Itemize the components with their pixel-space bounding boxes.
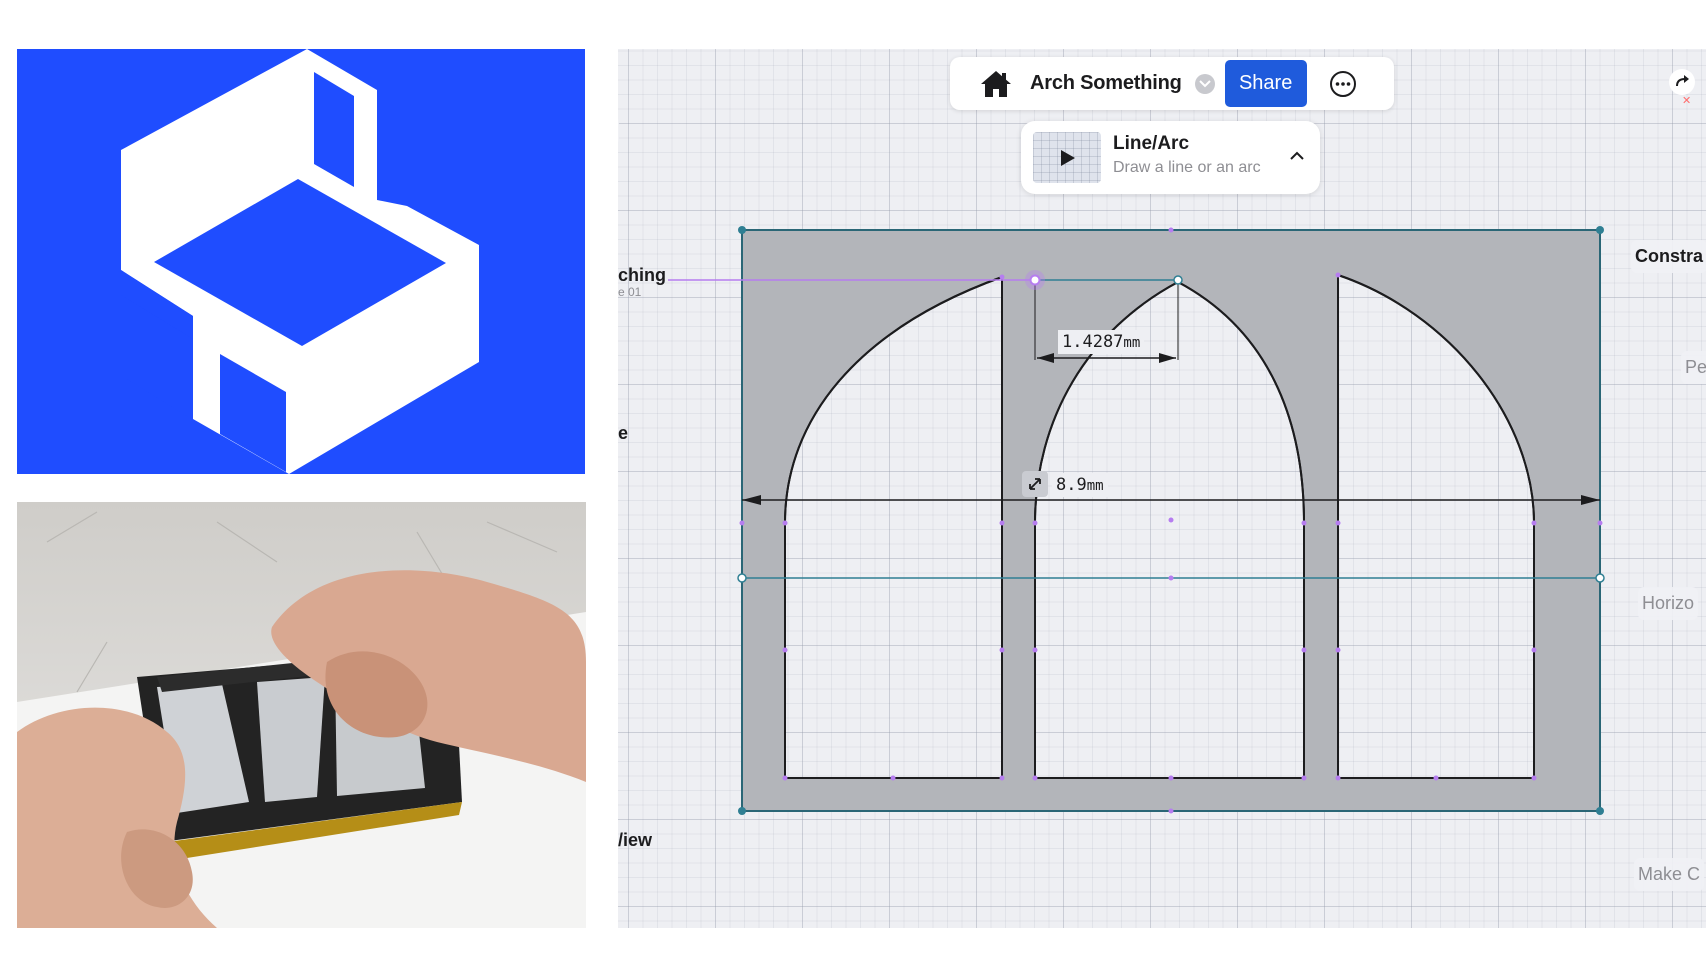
constraints-label[interactable]: Constra [1631,240,1706,273]
left-panel-e-label[interactable]: e [618,423,629,443]
make-construction-label[interactable]: Make C [1634,858,1705,891]
more-options-icon [1329,70,1356,97]
midpoint-markers [739,227,1603,814]
more-options-button[interactable] [1328,69,1358,99]
line-arc-tool-card[interactable]: Line/Arc Draw a line or an arc [1021,121,1320,194]
title-dropdown-button[interactable] [1194,73,1215,94]
play-icon [1061,149,1075,166]
chevron-down-icon [1198,79,1211,87]
document-title[interactable]: Arch Something [1030,72,1182,94]
sketching-sublabel: e 01 [618,285,642,299]
view-label[interactable]: /iew [618,830,653,850]
perpendicular-constraint-label[interactable]: Pe [1681,351,1706,384]
arch-right-outline[interactable] [1337,273,1535,779]
chevron-up-icon [1290,151,1304,160]
arrow-right [1581,495,1600,505]
horizontal-constraint-label[interactable]: Horizo [1638,587,1699,620]
left-panel-partial-label[interactable]: l [618,118,620,143]
sketching-label[interactable]: ching [618,265,666,285]
logo-image [17,49,585,474]
isometric-logo-icon [121,49,479,474]
collapse-tool-button[interactable] [1286,145,1308,167]
hands-holding-arch-photo [17,502,586,928]
sketch-drawing[interactable] [618,49,1706,928]
arrow-left [742,495,761,505]
redo-icon [1676,75,1689,87]
tool-description: Draw a line or an arc [1113,159,1261,176]
dimension-small-unit: mm [1123,335,1141,351]
share-button[interactable]: Share [1224,60,1307,107]
arch-left-outline[interactable] [784,275,1003,779]
tool-video-thumbnail[interactable] [1033,132,1101,183]
printed-part-photo [17,502,586,928]
sketch-canvas[interactable]: Arch Something Share Line/Arc Draw a lin… [618,49,1706,928]
home-button[interactable] [978,66,1014,102]
home-icon [981,70,1011,97]
close-icon[interactable]: ✕ [1682,95,1692,107]
dimension-label-large[interactable]: 8.9mm [1052,473,1108,497]
tool-name: Line/Arc [1113,133,1190,154]
dimension-small-value: 1.4287 [1062,332,1124,352]
active-point[interactable] [1029,274,1041,286]
dimension-large-value: 8.9 [1056,475,1087,495]
resize-arrows-icon [1029,478,1041,490]
frame-corner-handles[interactable] [738,226,1604,815]
dimension-label-small[interactable]: 1.4287mm [1058,330,1145,354]
dimension-drag-handle[interactable] [1022,471,1048,497]
redo-button[interactable] [1669,69,1695,95]
dimension-large-unit: mm [1086,478,1104,494]
document-toolbar: Arch Something Share [950,57,1394,110]
